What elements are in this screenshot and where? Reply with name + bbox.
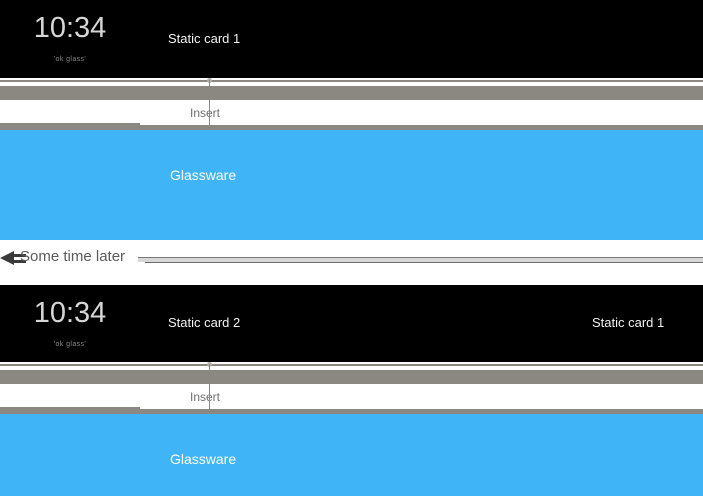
insert-label-2[interactable]: Insert [190, 390, 221, 404]
transition-row: Some time later [0, 240, 703, 285]
transition-label: Some time later [20, 248, 126, 265]
timeline-card-static-card-2[interactable]: Static card 2 [168, 315, 241, 330]
insert-lane-2 [0, 384, 703, 411]
transition-rule-lower [145, 262, 703, 263]
connector-band-lower-right-2 [140, 409, 703, 414]
connector-line-top-1 [0, 80, 703, 82]
glass-clock-1: 10:34 'ok glass' [0, 0, 140, 78]
connector-line-top-2 [0, 364, 703, 366]
left-arrow-tail2-icon [12, 260, 26, 263]
insert-connector-stem-1 [209, 80, 210, 127]
connector-band-lower-left-2 [0, 407, 140, 414]
insert-label-1[interactable]: Insert [190, 106, 221, 120]
glassware-band-2[interactable]: Glassware [0, 414, 703, 496]
glassware-label-2: Glassware [170, 451, 237, 467]
transition-rule-fill [138, 257, 703, 262]
connector-band-lower-left-1 [0, 123, 140, 130]
glassware-label-1: Glassware [170, 167, 237, 183]
insert-lane-1 [0, 100, 703, 127]
glassware-band-1[interactable]: Glassware [0, 130, 703, 240]
glass-timeline-strip-1: 10:34 'ok glass' Static card 1 [0, 0, 703, 78]
left-arrow-tail-icon [12, 254, 26, 257]
clock-time: 10:34 [33, 12, 107, 44]
connector-band-lower-right-1 [140, 125, 703, 130]
timeline-card-static-card-1[interactable]: Static card 1 [168, 31, 241, 46]
clock-time: 10:34 [33, 297, 107, 329]
connector-band-1 [0, 86, 703, 100]
timeline-card-static-card-1[interactable]: Static card 1 [592, 315, 665, 330]
glass-timeline-strip-2: 10:34 'ok glass' Static card 2 Static ca… [0, 285, 703, 362]
voice-hint-text: 'ok glass' [53, 56, 87, 63]
voice-hint-text: 'ok glass' [53, 341, 87, 348]
connector-band-2 [0, 370, 703, 384]
glass-clock-2: 10:34 'ok glass' [0, 285, 140, 362]
transition-rule-upper [138, 257, 703, 258]
insert-connector-stem-2 [209, 364, 210, 411]
left-arrow-icon [0, 251, 14, 265]
